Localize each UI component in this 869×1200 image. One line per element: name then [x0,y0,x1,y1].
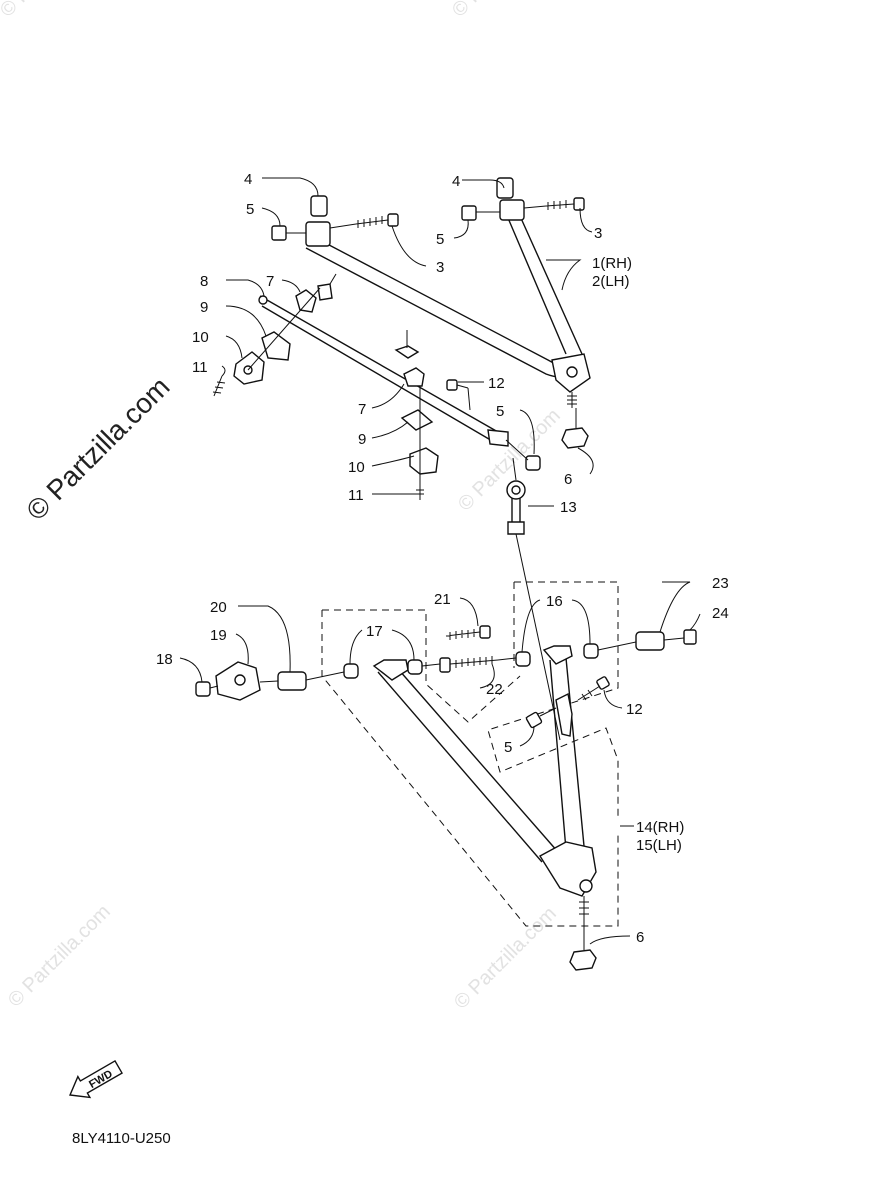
bolt-12-upper [446,379,471,411]
callout-4-rear: 4 [244,171,252,188]
watermark-small-bottom-center: © Partzilla.com [450,903,561,1014]
nut-6-lower [569,920,597,971]
callout-9-left: 9 [200,299,208,316]
nut-5-front [461,205,500,221]
callout-1-rh: 1(RH) [592,255,632,272]
callout-7-right: 7 [358,401,366,418]
bar-holder-right [394,330,439,500]
callout-15-lh: 15(LH) [636,837,682,854]
callout-23: 23 [712,575,729,592]
watermark-small-mid: © Partzilla.com [454,405,565,516]
nut-18 [195,681,219,697]
stabilizer-bar [258,295,509,447]
document-code: 8LY4110-U250 [72,1130,171,1147]
watermark-small-bottom-left: © Partzilla.com [4,901,115,1012]
callout-19: 19 [210,627,227,644]
callout-16: 16 [546,593,563,610]
bushing-4-front [496,177,514,199]
callout-22: 22 [486,681,503,698]
callout-6-upper: 6 [564,471,572,488]
callout-5-lower: 5 [504,739,512,756]
nut-24 [663,629,697,645]
collar-20 [259,671,345,691]
bolt-12-lower [577,676,610,701]
callout-8: 8 [200,273,208,290]
callout-10-right: 10 [348,459,365,476]
callout-17: 17 [366,623,383,640]
nut-5-stabilizer [505,439,541,471]
collar-23 [597,631,665,651]
callout-leaders [179,177,701,945]
bolt-3-front [523,197,585,211]
dash-box-rear [322,609,521,723]
bolt-21 [445,625,491,640]
callout-4-front: 4 [452,173,460,190]
stabilizer-link-13 [506,457,561,741]
nut-6-upper [561,408,589,449]
callout-5-front: 5 [436,231,444,248]
callout-18: 18 [156,651,173,668]
dash-box-front [487,581,619,818]
bolt-22 [421,656,517,673]
callout-labels: 4 4 5 5 3 3 1(RH) 2(LH) 8 7 9 10 11 12 7… [156,171,729,946]
bushing-4-rear [310,195,328,217]
bushings-16 [515,643,599,667]
callout-9-right: 9 [358,431,366,448]
callout-11-left: 11 [192,359,208,376]
callout-10-left: 10 [192,329,209,346]
nut-5-rear [271,225,306,241]
callout-12-lower: 12 [626,701,643,718]
dash-box-rear-left [321,610,619,927]
callout-3-front: 3 [594,225,602,242]
callout-5-rear: 5 [246,201,254,218]
watermarks: © Partzilla.com © Partzilla.com © Partzi… [0,0,565,1014]
watermark-small-top-center: © Partzilla.com [448,0,559,22]
callout-5-stabilizer: 5 [496,403,504,420]
upper-a-arm [305,199,591,408]
watermark-small-top-left: © Partzilla.com [0,0,107,22]
callout-12-upper: 12 [488,375,505,392]
callout-14-rh: 14(RH) [636,819,684,836]
bushings-17 [343,659,423,679]
callout-11-right: 11 [348,487,364,504]
callout-21: 21 [434,591,451,608]
bracket-19 [215,661,261,701]
callout-13: 13 [560,499,577,516]
callout-24: 24 [712,605,729,622]
lower-a-arm [372,645,597,920]
fwd-label: FWD [87,1068,115,1091]
bar-holder-left [212,273,337,397]
nut-5-lower [525,707,557,729]
bolt-3-rear [329,213,399,229]
callout-3-rear: 3 [436,259,444,276]
fwd-arrow-icon: FWD [69,1059,123,1099]
callout-2-lh: 2(LH) [592,273,630,290]
callout-7-left: 7 [266,273,274,290]
callout-6-lower: 6 [636,929,644,946]
watermark-main: © Partzilla.com [20,371,175,526]
callout-20: 20 [210,599,227,616]
